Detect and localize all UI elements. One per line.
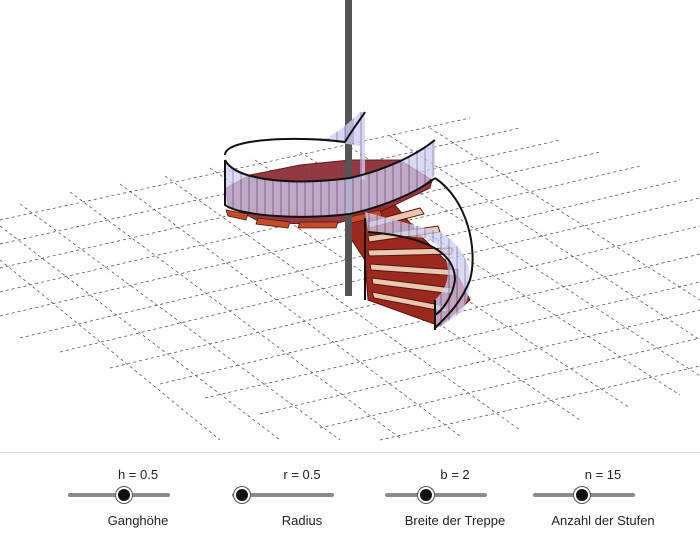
slider-track[interactable] [385,493,487,497]
railing [225,112,471,330]
slider-b[interactable]: b = 2 Breite der Treppe [385,453,525,551]
slider-value-label: n = 15 [584,467,622,482]
3d-graphics-view[interactable] [0,0,700,452]
slider-knob[interactable] [573,487,590,503]
slider-value-label: b = 2 [440,467,470,482]
slider-caption: Radius [281,513,323,528]
slider-n[interactable]: n = 15 Anzahl der Stufen [533,453,673,551]
slider-knob[interactable] [116,487,133,503]
slider-knob[interactable] [417,487,434,503]
slider-caption: Ganghöhe [107,513,169,528]
slider-caption: Breite der Treppe [404,513,506,528]
central-pole [345,0,352,296]
slider-caption: Anzahl der Stufen [551,513,655,528]
slider-knob[interactable] [234,487,251,503]
slider-value-label: r = 0.5 [283,467,321,482]
handrail [224,111,474,330]
slider-track[interactable] [232,493,334,497]
slider-value-label: h = 0.5 [117,467,159,482]
